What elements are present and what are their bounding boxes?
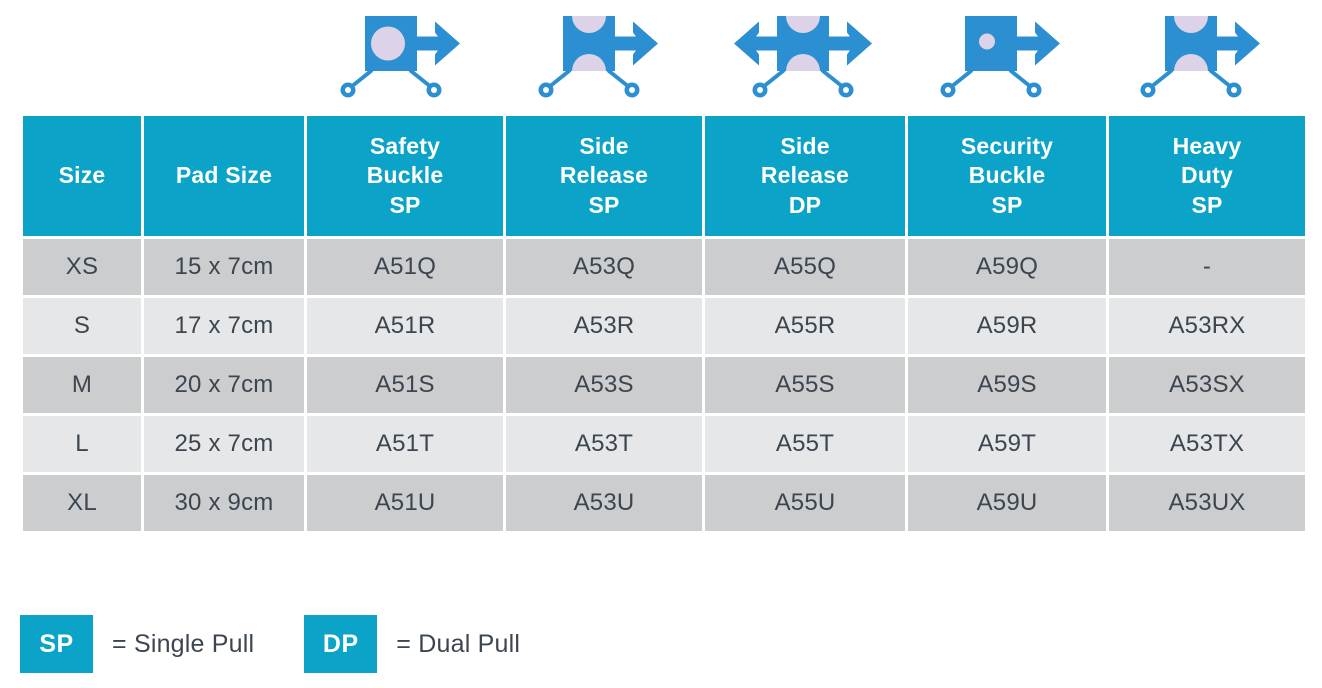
icon-strip-spacer (20, 8, 141, 104)
column-header-line: Buckle (968, 162, 1046, 189)
legend: SP = Single Pull DP = Dual Pull (20, 615, 520, 673)
column-header-line: Release (760, 162, 850, 189)
part-code-cell: A53R (506, 298, 702, 354)
buckle-icon-strip (20, 8, 1302, 104)
part-code-cell: A55S (705, 357, 905, 413)
column-header-line: DP (788, 191, 822, 218)
safety-buckle-sp-icon (303, 8, 502, 104)
column-header-line: Size (58, 162, 106, 189)
column-header-line: Side (780, 133, 830, 160)
column-header-line: SP (991, 191, 1023, 218)
part-code-cell: A53T (506, 416, 702, 472)
part-code-cell: A53Q (506, 239, 702, 295)
legend-label: = Single Pull (112, 629, 255, 658)
column-header-line: Side (579, 133, 629, 160)
part-code-cell: A53TX (1109, 416, 1305, 472)
part-code-cell: A53UX (1109, 475, 1305, 531)
part-code-cell: A51U (307, 475, 503, 531)
column-header-line: Heavy (1172, 133, 1242, 160)
pad-size-cell: 30 x 9cm (144, 475, 304, 531)
part-code-cell: A51S (307, 357, 503, 413)
part-code-cell: A53S (506, 357, 702, 413)
column-header-line: SP (588, 191, 620, 218)
column-header-line: Duty (1181, 162, 1233, 189)
security-buckle-sp-icon (903, 8, 1104, 104)
size-cell: L (23, 416, 141, 472)
part-code-cell: A51T (307, 416, 503, 472)
column-header-line: Pad Size (175, 162, 273, 189)
part-code-cell: A53RX (1109, 298, 1305, 354)
column-header-line: SP (389, 191, 421, 218)
part-code-cell: A51R (307, 298, 503, 354)
part-code-cell: A55R (705, 298, 905, 354)
column-header-line: Safety (369, 133, 441, 160)
size-cell: M (23, 357, 141, 413)
part-code-cell: A59Q (908, 239, 1106, 295)
legend-item-dp: DP = Dual Pull (304, 615, 520, 673)
column-header-line: Release (559, 162, 649, 189)
pad-size-cell: 17 x 7cm (144, 298, 304, 354)
part-code-cell: A55Q (705, 239, 905, 295)
part-code-cell: - (1109, 239, 1305, 295)
part-code-cell: A53SX (1109, 357, 1305, 413)
pad-size-cell: 15 x 7cm (144, 239, 304, 295)
part-code-cell: A51Q (307, 239, 503, 295)
part-code-cell: A53U (506, 475, 702, 531)
column-header-line: Buckle (366, 162, 444, 189)
part-code-cell: A55T (705, 416, 905, 472)
side-release-sp-icon (502, 8, 701, 104)
part-code-cell: A59U (908, 475, 1106, 531)
side-release-dp-icon (700, 8, 903, 104)
legend-label: = Dual Pull (396, 629, 521, 658)
part-code-cell: A59S (908, 357, 1106, 413)
part-code-cell: A55U (705, 475, 905, 531)
size-cell: XS (23, 239, 141, 295)
column-header-line: Security (960, 133, 1054, 160)
size-cell: XL (23, 475, 141, 531)
column-header-line: SP (1191, 191, 1223, 218)
column-header-size: Size (23, 116, 141, 236)
size-cell: S (23, 298, 141, 354)
column-header-pad size: Pad Size (144, 116, 304, 236)
part-code-cell: A59T (908, 416, 1106, 472)
pad-size-cell: 20 x 7cm (144, 357, 304, 413)
part-code-cell: A59R (908, 298, 1106, 354)
legend-item-sp: SP = Single Pull (20, 615, 254, 673)
heavy-duty-sp-icon (1103, 8, 1302, 104)
pad-size-cell: 25 x 7cm (144, 416, 304, 472)
legend-badge: DP (304, 615, 378, 673)
legend-badge: SP (20, 615, 93, 673)
icon-strip-spacer (141, 8, 304, 104)
